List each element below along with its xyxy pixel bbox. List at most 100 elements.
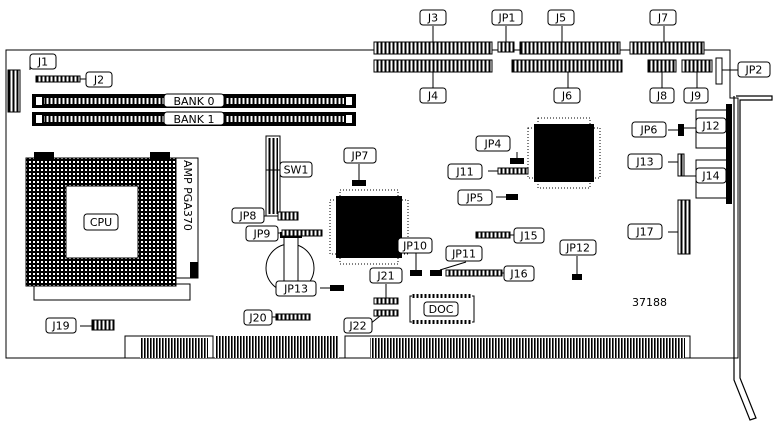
label-j16: J16: [509, 268, 527, 281]
label-box-j19: [45, 317, 77, 334]
label-jp5: JP5: [466, 192, 484, 205]
leader-lines: [29, 26, 738, 327]
label-box-j1: [29, 53, 57, 70]
label-j14: J14: [701, 170, 719, 183]
label-box-j6: [553, 87, 581, 104]
label-box-j12: [695, 117, 727, 134]
label-jp11: JP11: [451, 248, 476, 261]
label-j9: J9: [690, 90, 701, 103]
label-box-jp4: [475, 135, 511, 152]
label-j11: J11: [455, 166, 473, 179]
label-jp6: JP6: [640, 124, 658, 137]
label-box-j16: [503, 265, 535, 282]
label-box-jp12: [559, 239, 597, 256]
label-jp1: JP1: [498, 12, 516, 25]
j22-connector: [373, 309, 399, 317]
label-j8: J8: [656, 90, 667, 103]
jp12-jumper: [572, 274, 582, 280]
jp6-jumper: [678, 124, 684, 136]
jp2-jumper: [715, 57, 723, 85]
label-j6: J6: [561, 90, 572, 103]
jp13-jumper: [330, 285, 344, 291]
label-j17: J17: [635, 226, 653, 239]
label-j20: J20: [248, 312, 266, 325]
label-jp4: JP4: [484, 138, 502, 151]
jp11-jumper: [430, 270, 442, 276]
label-j1: J1: [37, 56, 48, 69]
j4-connector: [373, 59, 493, 73]
label-jp12: JP12: [565, 242, 590, 255]
label-box-j4: [419, 87, 447, 104]
label-box-j22: [343, 317, 373, 334]
label-jp13: JP13: [283, 283, 308, 296]
label-jp7: JP7: [351, 150, 369, 163]
label-jp10: JP10: [402, 240, 427, 253]
jp8-jumper: [277, 211, 299, 221]
chipset-south: [527, 117, 601, 189]
j5-connector: [519, 41, 621, 55]
label-box-j20: [243, 309, 273, 326]
label-box-j17: [627, 223, 663, 240]
j9-connector: [681, 59, 713, 73]
jp1-jumper: [497, 41, 515, 53]
part-number: 37188: [632, 296, 667, 309]
j6-connector: [511, 59, 623, 73]
label-j3: J3: [427, 12, 438, 25]
label-j2: J2: [93, 74, 104, 87]
jp7-jumper: [352, 180, 366, 186]
sw1-dip-switch: [265, 135, 281, 217]
socket-label: AMP PGA370: [181, 160, 194, 231]
label-box-jp7: [343, 147, 377, 164]
label-box-jp2: [737, 61, 771, 78]
label-box-jp13: [275, 280, 317, 297]
j2-connector: [35, 75, 81, 83]
bank-1-label: BANK 1: [173, 113, 214, 126]
label-j12: J12: [701, 120, 719, 133]
label-box-jp1: [491, 9, 523, 26]
chipset-north: [329, 189, 409, 265]
j15-connector: [475, 231, 511, 239]
label-j19: J19: [51, 320, 69, 333]
jp9-jumper: [281, 229, 323, 237]
label-j7: J7: [657, 12, 668, 25]
label-box-jp11: [445, 245, 483, 262]
cpu-label: CPU: [90, 216, 112, 229]
label-j13: J13: [635, 156, 653, 169]
label-j15: J15: [519, 230, 537, 243]
doc-label: DOC: [429, 303, 454, 316]
label-j21: J21: [376, 270, 394, 283]
label-box-jp5: [457, 189, 493, 206]
j13-connector: [677, 153, 685, 177]
j1-connector: [7, 69, 21, 113]
jp4-jumper: [510, 158, 524, 164]
label-box-jp6: [631, 121, 667, 138]
j11-connector: [497, 167, 529, 175]
j3-connector: [373, 41, 493, 55]
label-box-j11: [447, 163, 483, 180]
label-sw1: SW1: [284, 164, 309, 177]
jp10-jumper: [410, 270, 422, 276]
j21-connector: [373, 297, 399, 305]
label-j5: J5: [555, 12, 566, 25]
j19-connector: [91, 319, 115, 331]
label-box-j2: [85, 71, 113, 88]
j7-connector: [629, 41, 705, 55]
j8-connector: [647, 59, 677, 73]
label-box-sw1: [279, 161, 313, 178]
edge-connector: [124, 335, 691, 358]
j17-connector: [677, 199, 691, 255]
label-jp8: JP8: [239, 210, 257, 223]
bank-0-label: BANK 0: [173, 95, 214, 108]
label-box-j5: [547, 9, 575, 26]
label-box-j8: [649, 87, 675, 104]
label-box-j14: [695, 167, 727, 184]
label-box-jp8: [231, 207, 265, 224]
label-jp9: JP9: [253, 228, 271, 241]
label-j22: J22: [348, 320, 366, 333]
label-box-j3: [419, 9, 447, 26]
jp5-jumper: [506, 194, 518, 200]
label-box-j15: [513, 227, 545, 244]
label-jp2: JP2: [745, 64, 763, 77]
io-bracket: [733, 95, 773, 421]
